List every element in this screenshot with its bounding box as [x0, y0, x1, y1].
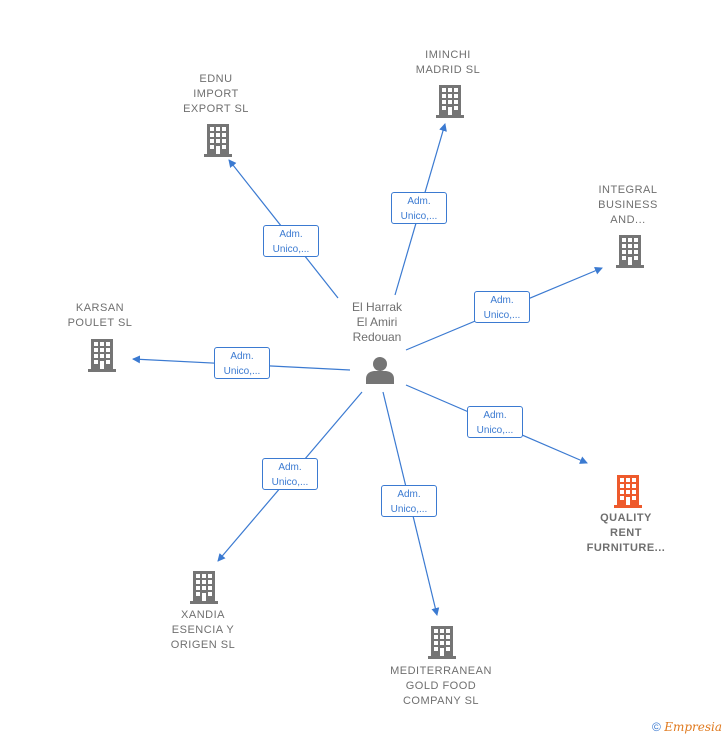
copyright-notice: © Empresia: [652, 720, 722, 734]
edge-label-integral[interactable]: Adm. Unico,...: [474, 291, 530, 323]
building-icon-mediterranean[interactable]: [428, 626, 456, 659]
building-icon-xandia[interactable]: [190, 571, 218, 604]
edge-label-karsan[interactable]: Adm. Unico,...: [214, 347, 270, 379]
empresia-logo[interactable]: Empresia: [664, 720, 722, 734]
edge-label-iminchi[interactable]: Adm. Unico,...: [391, 192, 447, 224]
edge-label-ednu[interactable]: Adm. Unico,...: [263, 225, 319, 257]
company-name-karsan[interactable]: KARSAN POULET SL: [67, 302, 133, 329]
company-name-iminchi[interactable]: IMINCHI MADRID SL: [415, 49, 481, 76]
company-name-quality[interactable]: QUALITY RENT FURNITURE...: [586, 512, 666, 554]
company-name-ednu[interactable]: EDNU IMPORT EXPORT SL: [183, 73, 249, 115]
copyright-symbol: ©: [652, 720, 661, 734]
edge-label-xandia[interactable]: Adm. Unico,...: [262, 458, 318, 490]
edge-label-quality[interactable]: Adm. Unico,...: [467, 406, 523, 438]
person-name: El Harrak El Amiri Redouan: [351, 300, 402, 344]
company-name-mediterranean[interactable]: MEDITERRANEAN GOLD FOOD COMPANY SL: [390, 665, 492, 707]
company-name-integral[interactable]: INTEGRAL BUSINESS AND...: [598, 184, 658, 226]
building-icon-integral[interactable]: [616, 235, 644, 268]
edge-label-mediterranean[interactable]: Adm. Unico,...: [381, 485, 437, 517]
building-icon-quality[interactable]: [614, 475, 642, 508]
person-icon[interactable]: [366, 357, 394, 384]
building-icon-ednu[interactable]: [204, 124, 232, 157]
company-name-xandia[interactable]: XANDIA ESENCIA Y ORIGEN SL: [170, 609, 236, 651]
building-icon-karsan[interactable]: [88, 339, 116, 372]
building-icon-iminchi[interactable]: [436, 85, 464, 118]
